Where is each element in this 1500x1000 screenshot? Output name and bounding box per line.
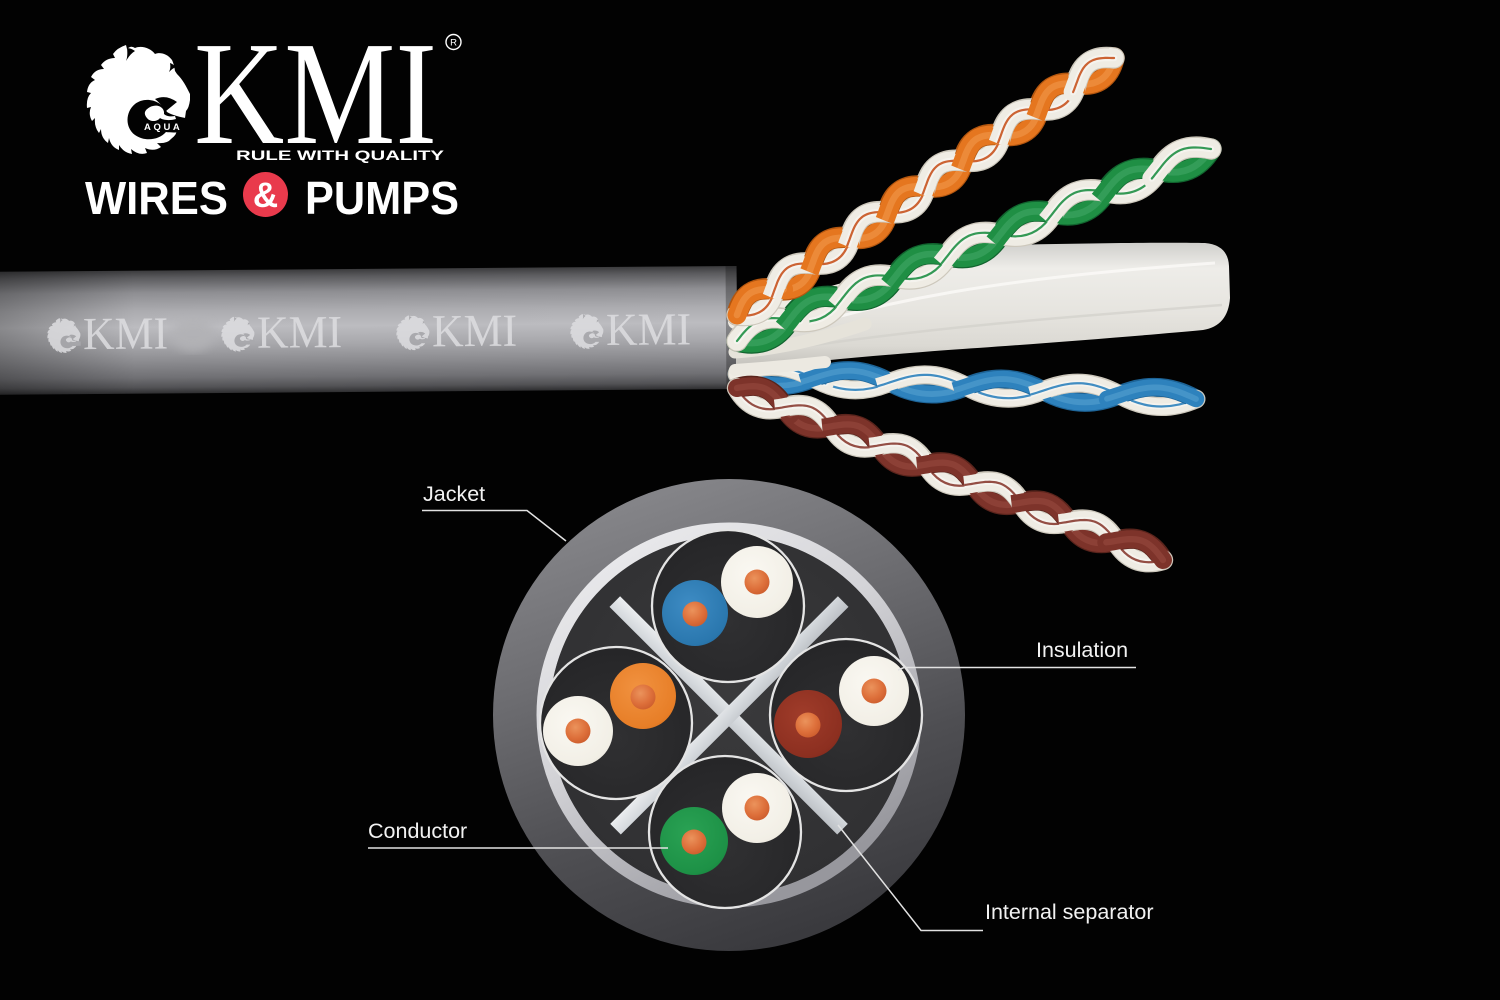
- svg-text:KMI: KMI: [257, 306, 342, 358]
- svg-text:PUMPS: PUMPS: [305, 172, 459, 224]
- svg-text:KMI: KMI: [606, 303, 691, 355]
- svg-text:&: &: [253, 176, 278, 215]
- svg-text:Jacket: Jacket: [423, 482, 485, 506]
- svg-text:KMI: KMI: [432, 305, 517, 357]
- svg-text:Conductor: Conductor: [368, 819, 467, 843]
- svg-text:WIRES: WIRES: [85, 172, 228, 224]
- svg-text:KMI: KMI: [194, 12, 437, 176]
- svg-text:KMI: KMI: [83, 307, 168, 359]
- svg-text:Insulation: Insulation: [1036, 638, 1128, 662]
- svg-text:R: R: [450, 38, 457, 49]
- svg-text:AQUA: AQUA: [144, 122, 182, 133]
- svg-text:Internal separator: Internal separator: [985, 900, 1154, 924]
- svg-text:RULE WITH QUALITY: RULE WITH QUALITY: [236, 147, 445, 163]
